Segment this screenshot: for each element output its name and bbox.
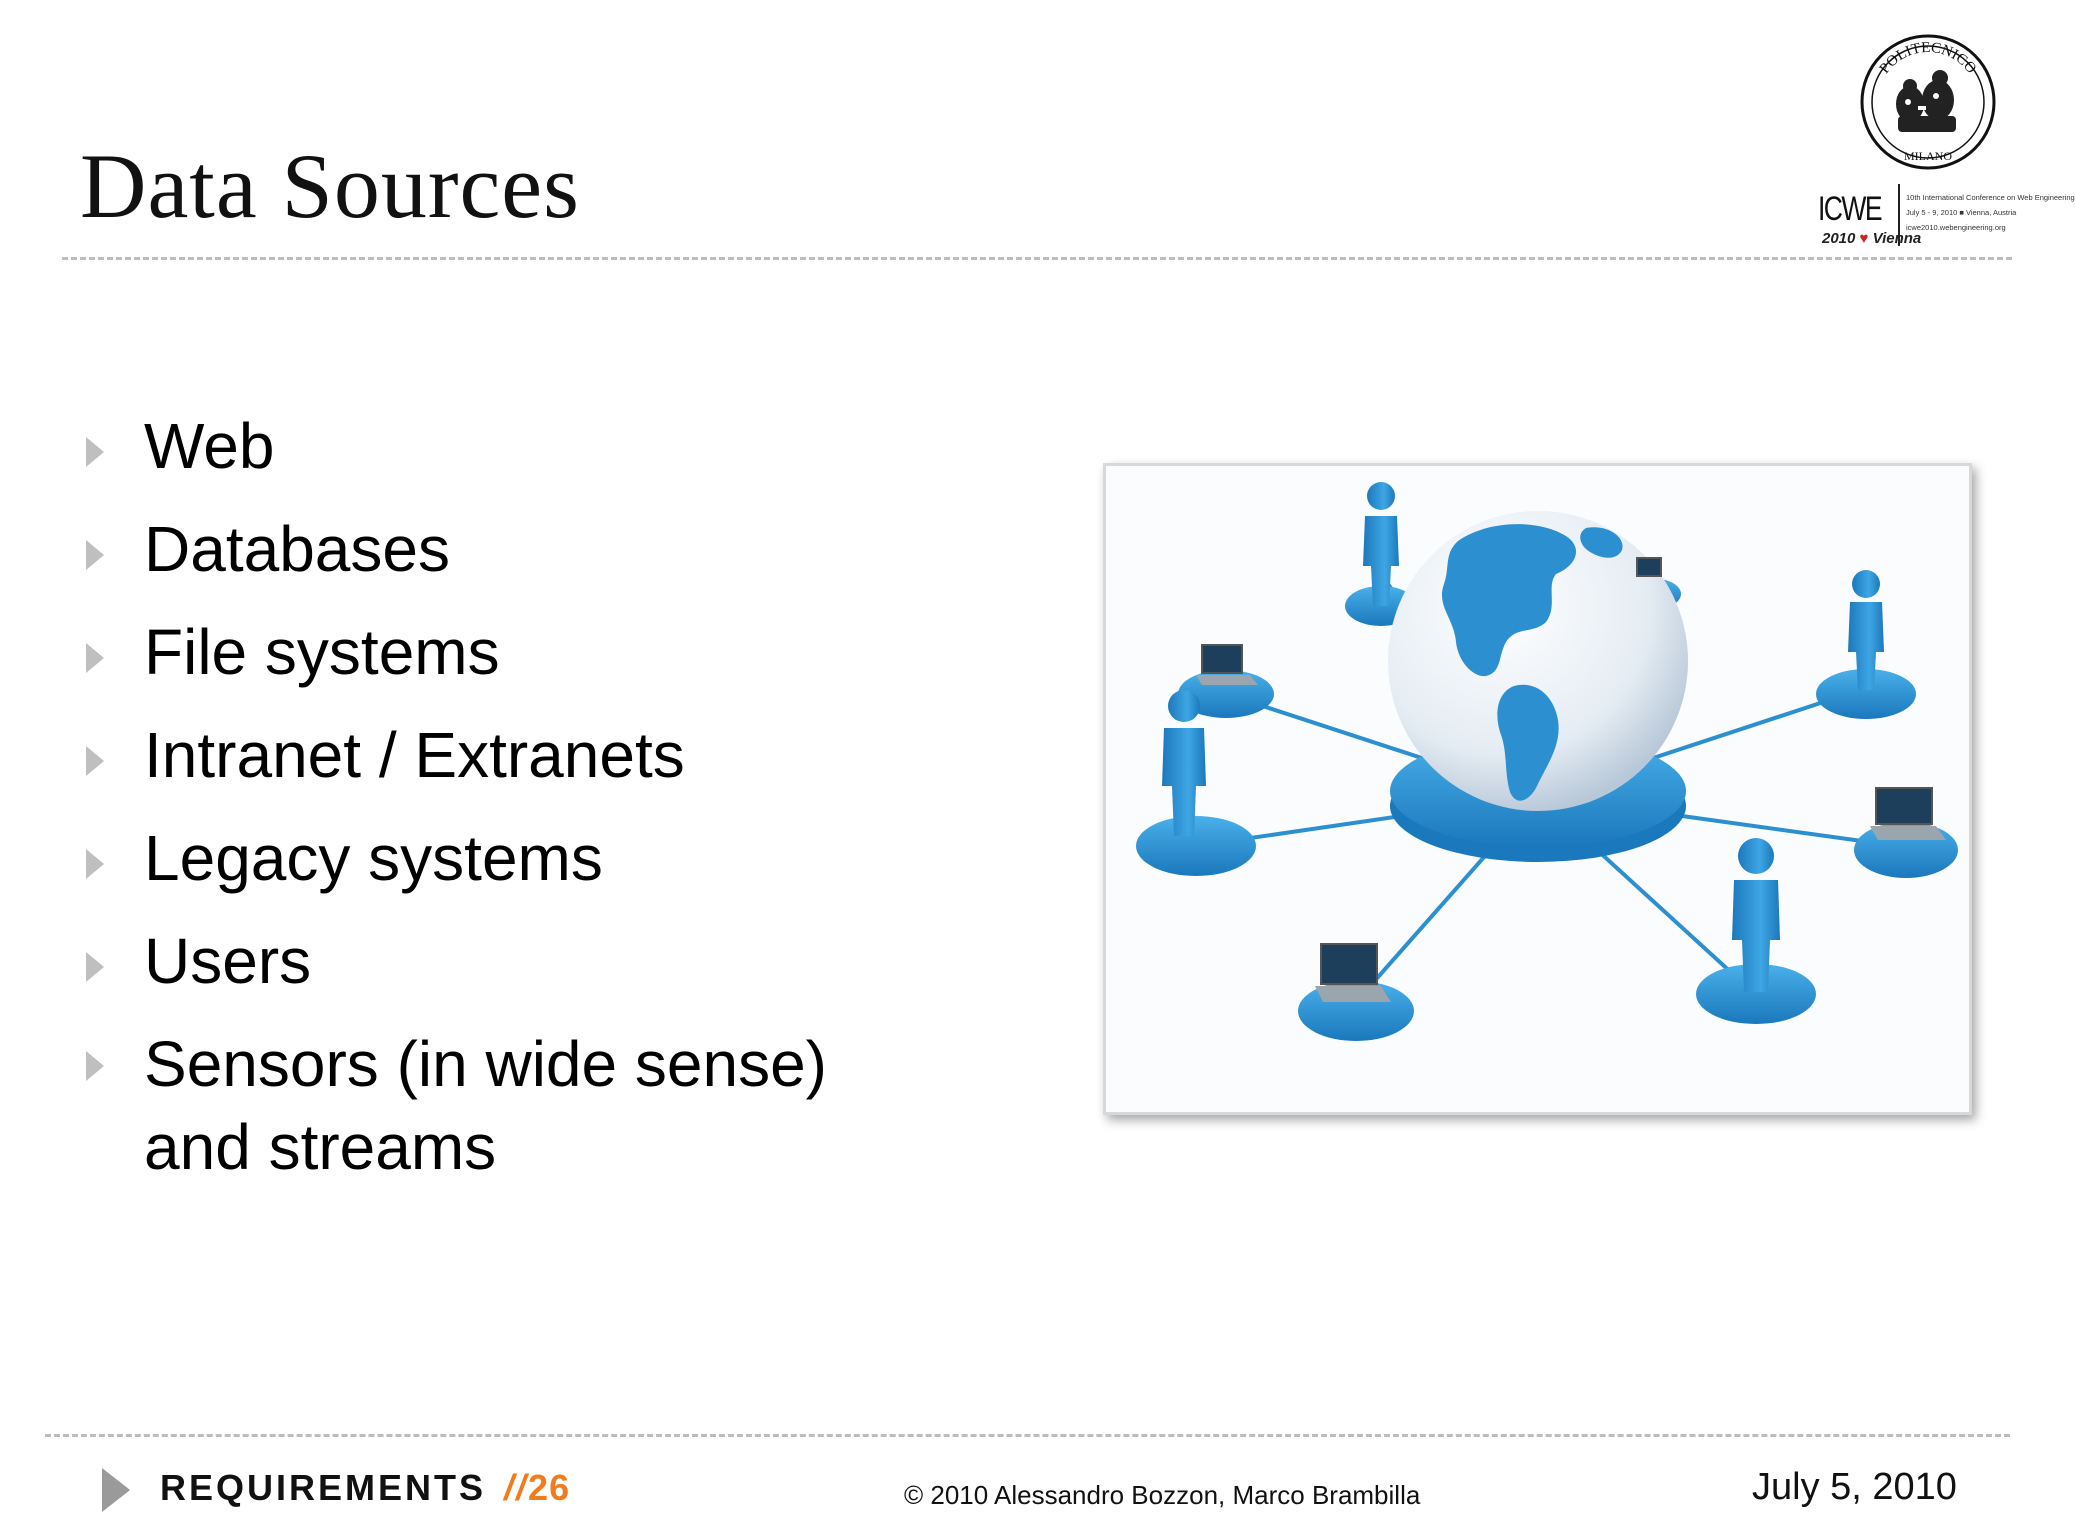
bullet-arrow-icon <box>86 1051 104 1081</box>
icwe-year: 2010 <box>1822 230 1856 247</box>
bullet-item: Web <box>80 395 827 498</box>
icwe-city: Vienna <box>1872 230 1922 247</box>
icwe-name: ICWE <box>1818 190 1883 228</box>
footer-section-name: REQUIREMENTS <box>160 1467 487 1508</box>
title-divider <box>62 257 2012 260</box>
bullet-text: Intranet / Extranets <box>144 719 685 791</box>
icwe-divider <box>1898 184 1900 246</box>
icwe-line2: July 5 - 9, 2010 ■ Vienna, Austria <box>1906 208 2017 217</box>
footer-separator: // <box>504 1467 529 1508</box>
footer-section-label: REQUIREMENTS //26 <box>160 1467 570 1509</box>
bullet-item: Databases <box>80 498 827 601</box>
bullet-text: Databases <box>144 513 450 585</box>
network-illustration <box>1103 463 1972 1115</box>
icwe-logo: ICWE 10th International Conference on We… <box>1818 182 2075 252</box>
bullet-item: Sensors (in wide sense) and streams <box>80 1013 827 1189</box>
bullet-item: Legacy systems <box>80 807 827 910</box>
slide-title: Data Sources <box>80 135 580 237</box>
bullet-arrow-icon <box>86 540 104 570</box>
bullet-text: Users <box>144 925 312 997</box>
bullet-arrow-icon <box>86 437 104 467</box>
bullet-list: Web Databases File systems Intranet / Ex… <box>80 395 827 1189</box>
bullet-arrow-icon <box>86 952 104 982</box>
bullet-text: File systems <box>144 616 500 688</box>
footer-divider <box>45 1434 2010 1437</box>
bullet-text: Legacy systems <box>144 822 603 894</box>
footer-date: July 5, 2010 <box>1752 1466 1957 1508</box>
bullet-text: Web <box>144 410 275 482</box>
icwe-line1: 10th International Conference on Web Eng… <box>1906 193 2075 202</box>
bullet-item: File systems <box>80 601 827 704</box>
bullet-text: Sensors (in wide sense) <box>144 1028 827 1100</box>
icwe-heart-icon: ♥ <box>1859 230 1869 247</box>
logo-area: POLITECNICO MILANO ICWE 10th Internation… <box>1818 32 2075 252</box>
bullet-text-continued: and streams <box>144 1111 497 1183</box>
politecnico-seal-icon: POLITECNICO MILANO <box>1860 34 1996 170</box>
bullet-arrow-icon <box>86 849 104 879</box>
page-number: 26 <box>528 1467 571 1508</box>
bullet-item: Intranet / Extranets <box>80 704 827 807</box>
globe-network-icon <box>1106 466 1969 1112</box>
bullet-item: Users <box>80 910 827 1013</box>
icwe-line3: icwe2010.webengineering.org <box>1906 223 2006 232</box>
seal-text-bottom: MILANO <box>1904 149 1952 163</box>
footer-copyright: © 2010 Alessandro Bozzon, Marco Brambill… <box>904 1480 1421 1510</box>
bullet-arrow-icon <box>86 643 104 673</box>
footer-arrow-icon <box>102 1468 130 1512</box>
bullet-arrow-icon <box>86 746 104 776</box>
